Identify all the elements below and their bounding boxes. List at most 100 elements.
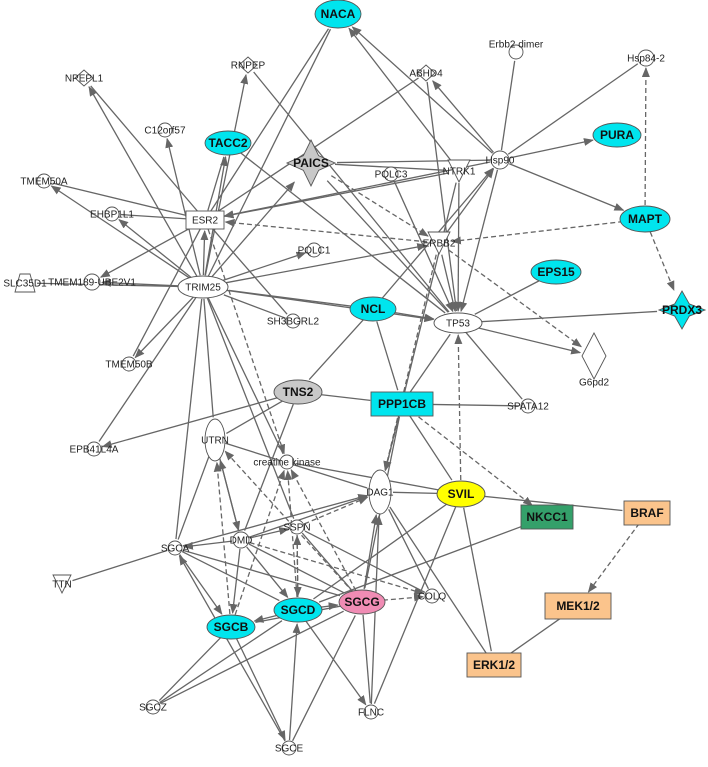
node-shape xyxy=(281,740,297,756)
node-utrn[interactable]: UTRN xyxy=(201,418,229,462)
edge-SGCD-SSPN xyxy=(293,534,302,598)
node-ncl[interactable]: NCL xyxy=(349,296,397,322)
node-prdx3[interactable]: PRDX3 xyxy=(657,290,707,330)
node-paics[interactable]: PAICS xyxy=(285,138,337,188)
node-shape xyxy=(416,64,436,82)
node-eps15[interactable]: EPS15 xyxy=(530,259,582,285)
edge-Hsp90-ESR2 xyxy=(223,161,491,219)
node-sgca[interactable]: SGCA xyxy=(161,540,190,556)
node-shape xyxy=(74,69,94,87)
node-sgcb[interactable]: SGCB xyxy=(206,614,256,640)
node-pqlc3[interactable]: PQLC3 xyxy=(375,166,408,182)
node-label: SLC35D1 xyxy=(3,279,47,290)
node-tmem189[interactable]: TMEM189-UBE2V1 xyxy=(48,273,136,291)
node-g6pd2[interactable]: G6pd2 xyxy=(579,332,609,389)
edge-ABHD4-TP53 xyxy=(426,81,458,312)
node-label: NTRK1 xyxy=(443,167,476,178)
edge-NCL-PPP1CB xyxy=(376,321,399,391)
node-label: NCL xyxy=(361,302,386,316)
edge-ESR2-TMEM189 xyxy=(99,224,197,278)
node-label: SH3BGRL2 xyxy=(267,317,320,328)
node-sh3bgrl2[interactable]: SH3BGRL2 xyxy=(267,313,320,329)
node-pura[interactable]: PURA xyxy=(592,122,642,148)
node-tmem50a[interactable]: TMEM50A xyxy=(20,173,68,189)
node-colq[interactable]: COLQ xyxy=(418,588,447,604)
node-shape xyxy=(177,275,229,299)
node-shape xyxy=(520,398,536,414)
edge-SVIL-BRAF xyxy=(474,494,623,512)
node-label: SGCG xyxy=(344,595,379,609)
node-tacc2[interactable]: TACC2 xyxy=(204,130,252,156)
node-ehbp1l1[interactable]: EHBP1L1 xyxy=(90,206,134,222)
node-npepl1[interactable]: NPEPL1 xyxy=(65,69,104,87)
node-pqlc1[interactable]: PQLC1 xyxy=(298,242,331,258)
node-sgce[interactable]: SGCE xyxy=(275,740,304,756)
edge-EPS15-TP53 xyxy=(474,277,545,315)
node-naca[interactable]: NACA xyxy=(314,0,362,29)
node-ppp1cb[interactable]: PPP1CB xyxy=(370,391,434,417)
node-rnpep[interactable]: RNPEP xyxy=(231,56,266,74)
node-shape xyxy=(314,0,362,29)
node-svil[interactable]: SVIL xyxy=(436,480,486,508)
node-shape xyxy=(289,519,305,535)
node-ttn[interactable]: TTN xyxy=(52,574,72,595)
node-mapt[interactable]: MAPT xyxy=(619,205,671,233)
edge-Hsp90-ABHD4 xyxy=(432,80,495,153)
node-erbb2dimer[interactable]: Erbb2 dimer xyxy=(489,40,544,60)
node-hsp90[interactable]: Hsp90 xyxy=(486,150,515,170)
edge-TACC2-TP53 xyxy=(237,150,446,314)
node-abhd4[interactable]: ABHD4 xyxy=(409,64,443,82)
edge-TRIM25-NPEPL1 xyxy=(88,86,198,277)
node-label: DAG1 xyxy=(366,488,394,499)
node-epb41l4a[interactable]: EPB41L4A xyxy=(70,441,119,457)
edge-TRIM25-PAICS xyxy=(210,181,295,279)
node-label: NKCC1 xyxy=(526,510,568,524)
edge-ERBB2-ESR2 xyxy=(224,218,428,243)
node-flnc[interactable]: FLNC xyxy=(358,704,384,720)
edge-PAICS-ERBB2 xyxy=(331,175,429,237)
node-label: TRIM25 xyxy=(185,283,221,294)
node-shape xyxy=(447,159,471,184)
node-hsp84-2[interactable]: Hsp84-2 xyxy=(627,49,665,67)
node-shape xyxy=(520,504,574,530)
node-shape xyxy=(273,597,323,623)
node-spata12[interactable]: SPATA12 xyxy=(507,398,549,414)
node-label: SGCB xyxy=(214,620,249,634)
node-creatine[interactable]: creatine kinase xyxy=(253,454,321,470)
node-esr2[interactable]: ESR2 xyxy=(185,210,225,230)
node-shape xyxy=(104,206,120,222)
node-braf[interactable]: BRAF xyxy=(623,500,671,526)
node-trim25[interactable]: TRIM25 xyxy=(177,275,229,299)
node-ntrk1[interactable]: NTRK1 xyxy=(443,159,476,184)
node-sgcz[interactable]: SGCZ xyxy=(139,699,167,715)
node-tp53[interactable]: TP53 xyxy=(433,312,483,334)
edge-TRIM25-SSPN xyxy=(206,297,295,519)
node-sspn[interactable]: SSPN xyxy=(283,519,311,535)
node-erk12[interactable]: ERK1/2 xyxy=(466,652,522,678)
node-dmd[interactable]: DMD xyxy=(230,531,253,549)
node-sgcg[interactable]: SGCG xyxy=(338,589,386,615)
edge-SVIL-SGCD xyxy=(313,501,450,600)
node-c12orf57[interactable]: C12orf57 xyxy=(144,122,186,138)
edge-SGCG-FLNC xyxy=(362,614,371,704)
edge-Hsp90-MAPT xyxy=(509,163,625,211)
node-shape xyxy=(530,259,582,285)
node-sgcd[interactable]: SGCD xyxy=(273,597,323,623)
node-mek12[interactable]: MEK1/2 xyxy=(544,592,612,620)
node-shape xyxy=(232,531,250,549)
edge-TNS2-EPB41L4A xyxy=(101,394,286,449)
node-dag1[interactable]: DAG1 xyxy=(366,469,394,515)
node-nkcc1[interactable]: NKCC1 xyxy=(520,504,574,530)
node-tmem50b[interactable]: TMEM50B xyxy=(105,356,153,372)
edge-DMD-UTRN xyxy=(218,459,240,532)
node-slc35d1[interactable]: SLC35D1 xyxy=(3,273,47,293)
node-label: TMEM50A xyxy=(20,177,68,188)
node-tns2[interactable]: TNS2 xyxy=(273,379,323,405)
node-label: ERK1/2 xyxy=(473,658,515,672)
node-shape xyxy=(383,166,399,182)
node-shape xyxy=(581,332,607,380)
node-erbb2[interactable]: ERBB2 xyxy=(423,231,456,256)
node-label: C12orf57 xyxy=(144,126,186,137)
edge-COLQ-DAG1 xyxy=(388,509,430,590)
